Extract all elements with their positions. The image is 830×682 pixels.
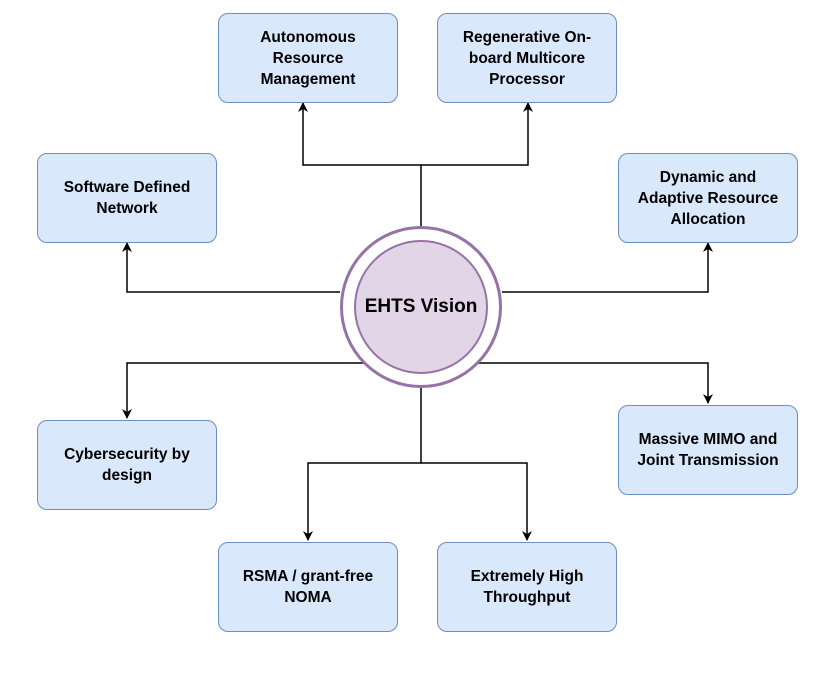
connector-dynamic xyxy=(502,242,713,293)
node-autonomous-resource-management: Autonomous Resource Management xyxy=(218,13,398,103)
node-cybersecurity: Cybersecurity by design xyxy=(37,420,217,510)
node-massive-mimo: Massive MIMO and Joint Transmission xyxy=(618,405,798,495)
connector-throughput xyxy=(421,462,532,541)
hub-ehts-vision: EHTS Vision xyxy=(354,240,488,374)
connector-sdn xyxy=(122,242,340,293)
connector-autonomous xyxy=(298,102,422,226)
node-software-defined-network: Software Defined Network xyxy=(37,153,217,243)
node-dynamic-resource-allocation: Dynamic and Adaptive Resource Allocation xyxy=(618,153,798,243)
connector-regenerative xyxy=(421,102,533,166)
connector-cyber xyxy=(122,362,368,419)
node-rsma-noma: RSMA / grant-free NOMA xyxy=(218,542,398,632)
node-extremely-high-throughput: Extremely High Throughput xyxy=(437,542,617,632)
connector-mimo xyxy=(474,362,713,404)
node-regenerative-processor: Regenerative On-board Multicore Processo… xyxy=(437,13,617,103)
connector-rsma xyxy=(303,388,422,541)
